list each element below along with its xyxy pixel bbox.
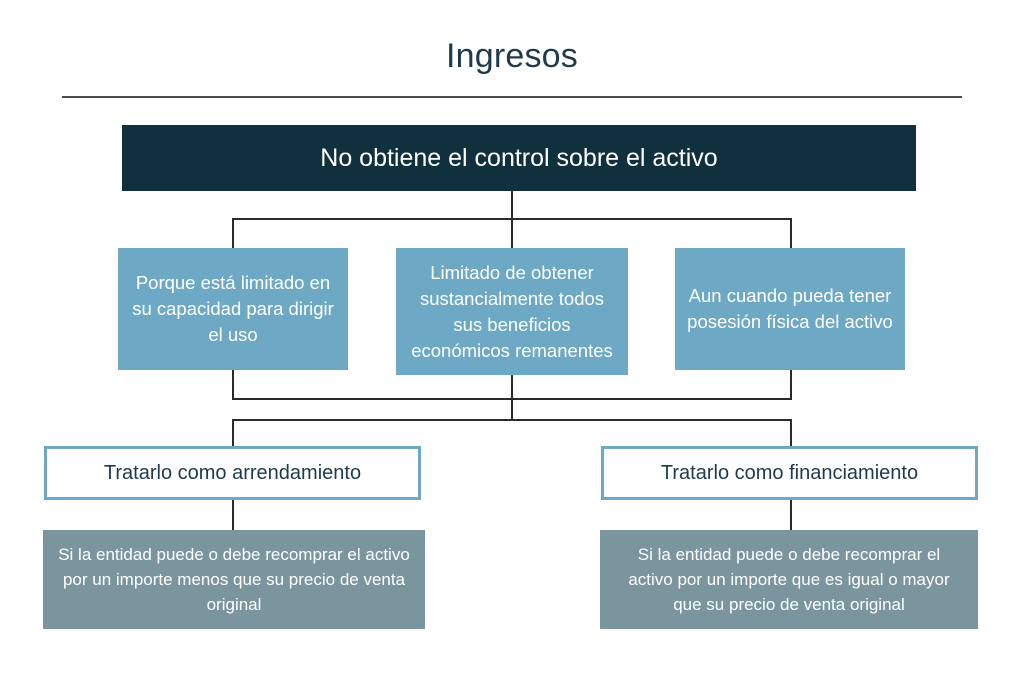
connector-rise-reason-3: [790, 370, 792, 400]
connector-header-stem: [511, 191, 513, 219]
flow-node-header[interactable]: No obtiene el control sobre el activo: [122, 125, 916, 191]
connector-drop-outcome-2: [790, 419, 792, 447]
connector-outcome-2-to-detail: [790, 500, 792, 530]
page-title: Ingresos: [445, 37, 578, 75]
flow-node-outcome-1[interactable]: Tratarlo como arrendamiento: [44, 446, 421, 500]
flow-node-detail-2[interactable]: Si la entidad puede o debe recomprar el …: [600, 530, 978, 629]
flow-node-reason-1-label: Porque está limitado en su capacidad par…: [132, 272, 334, 345]
flow-node-reason-3[interactable]: Aun cuando pueda tener posesión física d…: [675, 248, 905, 370]
connector-drop-reason-3: [790, 218, 792, 250]
flow-node-outcome-1-label: Tratarlo como arrendamiento: [103, 462, 362, 484]
connector-drop-outcome-1: [232, 419, 234, 447]
connector-drop-reason-1: [232, 218, 234, 250]
flow-node-header-label: No obtiene el control sobre el activo: [320, 144, 718, 172]
flow-node-detail-1-label: Si la entidad puede o debe recomprar el …: [58, 545, 410, 614]
connector-outcome-1-to-detail: [232, 500, 234, 530]
flow-node-reason-3-label: Aun cuando pueda tener posesión física d…: [687, 285, 893, 332]
flow-node-reason-2-label: Limitado de obtener sustancialmente todo…: [411, 261, 613, 361]
connector-rise-reason-1: [232, 370, 234, 400]
connector-rise-reason-2: [511, 375, 513, 400]
title-divider: [62, 96, 962, 98]
flow-node-detail-1[interactable]: Si la entidad puede o debe recomprar el …: [43, 530, 425, 629]
flow-node-outcome-2-label: Tratarlo como financiamiento: [660, 462, 919, 484]
flow-node-outcome-2[interactable]: Tratarlo como financiamiento: [601, 446, 978, 500]
flow-node-detail-2-label: Si la entidad puede o debe recomprar el …: [628, 545, 950, 614]
flow-node-reason-1[interactable]: Porque está limitado en su capacidad par…: [118, 248, 348, 370]
flow-node-reason-2[interactable]: Limitado de obtener sustancialmente todo…: [396, 248, 628, 375]
connector-merge-stem: [511, 398, 513, 420]
connector-drop-reason-2: [511, 218, 513, 250]
connector-outcomes-bus: [232, 419, 792, 421]
